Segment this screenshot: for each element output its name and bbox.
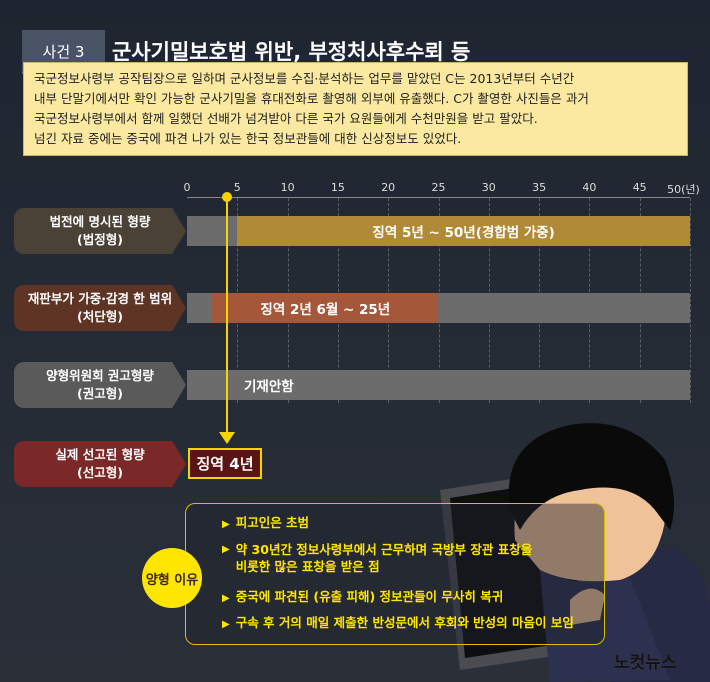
- tick-label: 30: [481, 181, 496, 194]
- hacker-illustration: [440, 423, 710, 682]
- reason-text: 피고인은 초범: [235, 515, 310, 530]
- sentence-marker-dot: [222, 192, 233, 202]
- tick-label: 15: [330, 181, 345, 194]
- tick-label: 40: [582, 181, 597, 194]
- row-label-line: (처단형): [77, 309, 123, 324]
- sentencing-reasons-box: [185, 503, 605, 645]
- sentence-value: 징역 4년: [188, 448, 262, 479]
- row-label-statutory: 법전에 명시된 형량 (법정형): [14, 208, 186, 254]
- row-label-line: 재판부가 가중·감경 한 범위: [27, 291, 173, 306]
- summary-line: 국군정보사령부 공작팀장으로 일하며 군사정보를 수집·분석하는 업무를 맡았던…: [34, 71, 575, 86]
- reason-item: ▶ 피고인은 초범: [222, 514, 309, 533]
- row-label-line: 양형위원회 권고형량: [46, 368, 154, 383]
- reason-text: 구속 후 거의 매일 제출한 반성문에서 후회와 반성의 마음이 보임: [235, 615, 574, 630]
- reason-text: 약 30년간 정보사령부에서 근무하며 국방부 장관 표창을 비롯한 많은 표창…: [235, 542, 533, 574]
- reason-text: 중국에 파견된 (유출 피해) 정보관들이 무사히 복귀: [235, 589, 504, 604]
- tick-label: 25: [431, 181, 446, 194]
- sentence-marker-line: [226, 197, 229, 435]
- sentencing-reasons-badge: 양형 이유: [142, 548, 202, 608]
- row-label-line: 법전에 명시된 형량: [49, 214, 151, 229]
- bar-statutory: 징역 5년 ~ 50년(경합범 가중): [187, 216, 690, 246]
- tick-label: 45: [632, 181, 647, 194]
- x-axis: [187, 197, 690, 198]
- row-label-recommended: 양형위원회 권고형량 (권고형): [14, 362, 186, 408]
- triangle-bullet-icon: ▶: [222, 619, 230, 630]
- summary-line: 넘긴 자료 중에는 중국에 파견 나가 있는 한국 정보관들에 대한 신상정보도…: [34, 131, 462, 146]
- reason-item: ▶ 구속 후 거의 매일 제출한 반성문에서 후회와 반성의 마음이 보임: [222, 614, 574, 633]
- reason-item: ▶ 중국에 파견된 (유출 피해) 정보관들이 무사히 복귀: [222, 588, 503, 607]
- bar-disposition: 징역 2년 6월 ~ 25년: [187, 293, 690, 323]
- triangle-bullet-icon: ▶: [222, 593, 230, 604]
- row-label-disposition: 재판부가 가중·감경 한 범위 (처단형): [14, 285, 186, 331]
- tick-label: 20: [381, 181, 396, 194]
- row-label-line: 실제 선고된 형량: [55, 447, 145, 462]
- logo: 노컷뉴스: [614, 653, 677, 673]
- row-label-sentenced: 실제 선고된 형량 (선고형): [14, 441, 186, 487]
- row-label-line: (선고형): [77, 465, 123, 480]
- bar-note-recommended: 기재안함: [244, 379, 294, 395]
- tick-label: 5: [233, 181, 241, 194]
- reason-item: ▶ 약 30년간 정보사령부에서 근무하며 국방부 장관 표창을 비롯한 많은 표…: [222, 541, 532, 575]
- bar-range-statutory: 징역 5년 ~ 50년(경합범 가중): [237, 216, 690, 246]
- summary-line: 내부 단말기에서만 확인 가능한 군사기밀을 휴대전화로 촬영해 외부에 유출했…: [34, 91, 589, 106]
- summary-box: 국군정보사령부 공작팀장으로 일하며 군사정보를 수집·분석하는 업무를 맡았던…: [23, 62, 688, 156]
- bar-range-disposition: 징역 2년 6월 ~ 25년: [212, 293, 439, 323]
- arrow-down-icon: [219, 432, 236, 444]
- tick-label: 10: [280, 181, 295, 194]
- tick-label: 35: [532, 181, 547, 194]
- page-title: 군사기밀보호법 위반, 부정처사후수뢰 등: [112, 40, 471, 64]
- tick-label: 50(년): [667, 183, 700, 196]
- gridline: [690, 198, 691, 403]
- triangle-bullet-icon: ▶: [222, 544, 230, 555]
- bar-recommended: 기재안함: [187, 370, 690, 400]
- row-label-line: (권고형): [77, 386, 123, 401]
- triangle-bullet-icon: ▶: [222, 519, 230, 530]
- row-label-line: (법정형): [77, 232, 123, 247]
- summary-line: 국군정보사령부에서 함께 일했던 선배가 넘겨받아 다른 국가 요원들에게 수천…: [34, 111, 538, 126]
- tick-label: 0: [183, 181, 191, 194]
